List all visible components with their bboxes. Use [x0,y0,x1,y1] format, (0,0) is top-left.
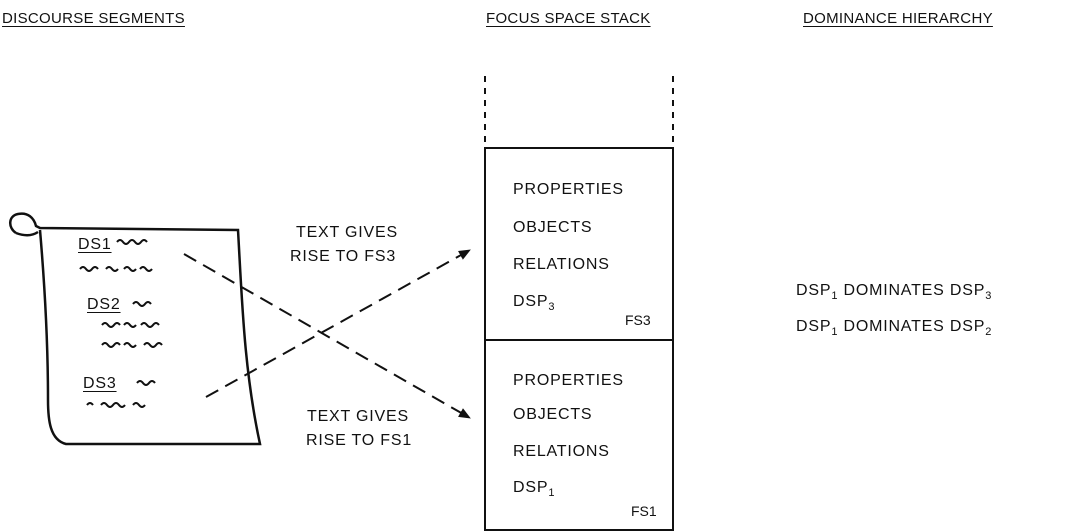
arrow-label-fs3-line1: TEXT GIVES [296,224,398,241]
arrow-ds3-to-fs3 [205,249,471,398]
segment-label-ds3: DS3 [83,375,117,392]
fs1-item-properties: PROPERTIES [513,372,624,389]
arrow-label-fs1-line2: RISE TO FS1 [306,432,413,449]
fs3-dsp: DSP3 [513,293,556,314]
fs1-dsp: DSP1 [513,479,556,500]
dominance-relation: DSP1 DOMINATES DSP2 [796,318,993,339]
arrow-label-fs1-line1: TEXT GIVES [307,408,409,425]
discourse-scroll [9,212,262,446]
fs3-item-properties: PROPERTIES [513,181,624,198]
dominance-hierarchy-header: DOMINANCE HIERARCHY [803,10,993,27]
fs3-id-label: FS3 [625,312,651,328]
fs1-item-relations: RELATIONS [513,443,610,460]
focus-space-stack-header: FOCUS SPACE STACK [486,10,651,27]
stack-frame [484,76,674,531]
fs3-item-objects: OBJECTS [513,219,593,236]
fs1-id-label: FS1 [631,503,657,519]
scribble-text [79,239,163,408]
arrow-ds1-to-fs1 [183,253,471,419]
segment-label-ds1: DS1 [78,236,112,253]
discourse-segments-header: DISCOURSE SEGMENTS [2,10,185,27]
dominance-relation: DSP1 DOMINATES DSP3 [796,282,993,303]
segment-label-ds2: DS2 [87,296,121,313]
fs3-item-relations: RELATIONS [513,256,610,273]
arrow-label-fs3-line2: RISE TO FS3 [290,248,397,265]
fs1-item-objects: OBJECTS [513,406,593,423]
